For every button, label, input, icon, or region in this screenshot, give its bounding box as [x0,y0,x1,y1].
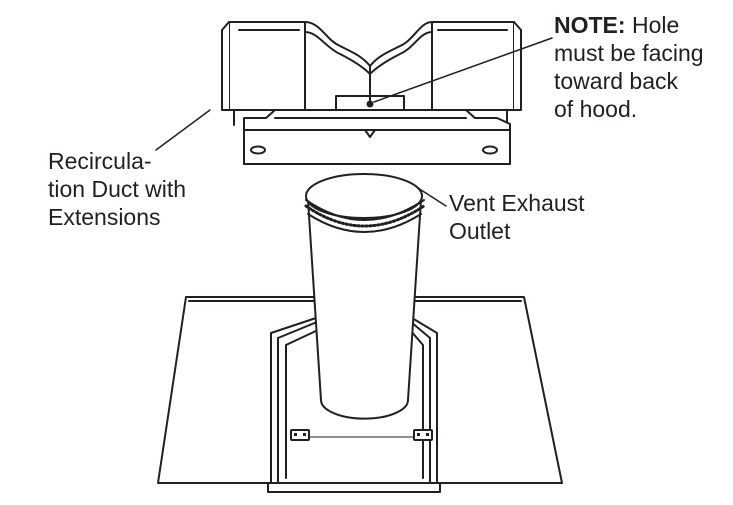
recirculation-duct [221,21,522,165]
vent-leader [417,187,447,207]
bracket-slots-left [290,429,310,441]
recirc-leader [155,109,211,151]
vent-line-2: Outlet [449,218,511,244]
note-line-2: must be facing [554,40,704,66]
note-bold: NOTE: [554,12,626,38]
note-line-4: of hood. [554,96,638,122]
recirc-line-3: Extensions [48,204,161,230]
note-line-3: toward back [554,68,679,94]
vent-exhaust-pipe [304,173,426,420]
note-line-1: NOTE: Hole [554,11,704,39]
recirc-line-1: Recircula- [48,148,152,174]
note-leader [373,37,553,103]
leader-lines [155,37,553,207]
recirc-line-2: tion Duct with [48,176,187,202]
bracket-slots-right [413,429,433,441]
recirculation-duct-label: Recircula- tion Duct with Extensions [48,147,186,231]
note-first: Hole [631,12,680,38]
note-label: NOTE: Hole must be facing toward back of… [554,11,704,123]
vent-exhaust-label: Vent Exhaust Outlet [449,189,585,245]
vent-line-1: Vent Exhaust [449,190,585,216]
